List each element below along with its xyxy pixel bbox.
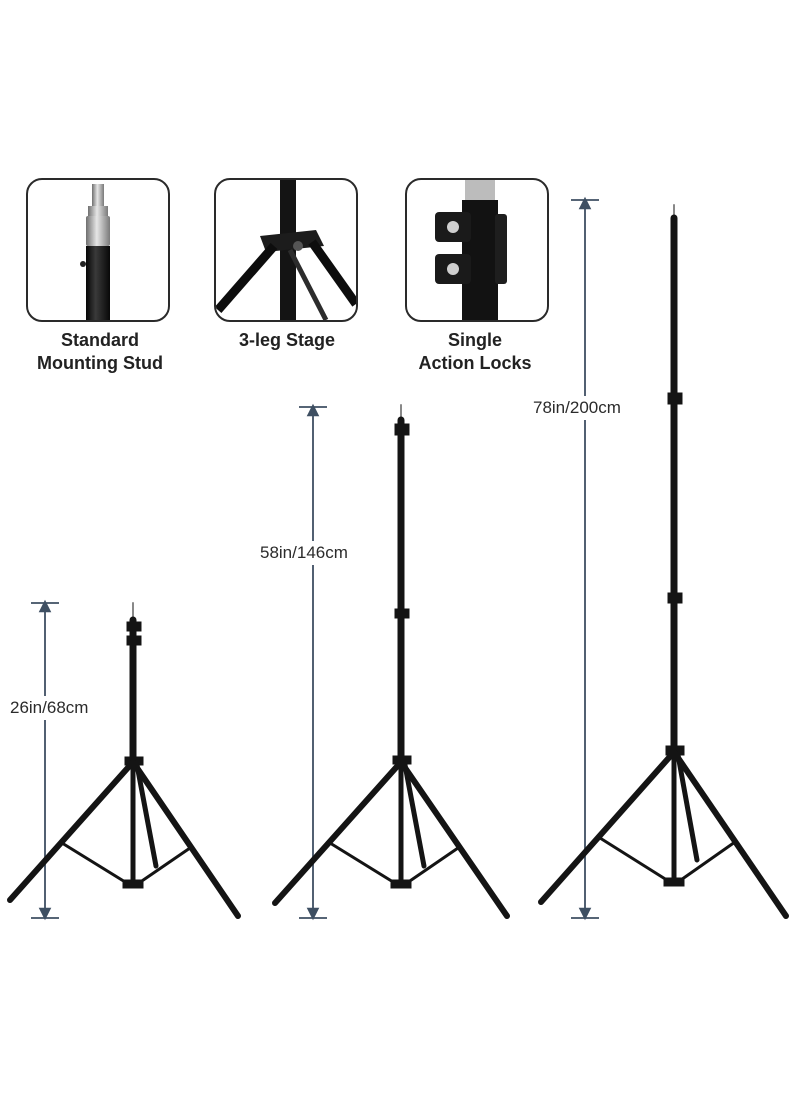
feature-caption-line: Mounting Stud [37,353,163,373]
feature-caption-line: Standard [60,330,139,350]
mounting-stud-icon [80,184,110,320]
height-label-large: 78in/200cm [533,396,621,420]
light-stand-medium [272,404,510,919]
feature-caption-three-leg-stage: 3-leg Stage [197,329,377,352]
action-lock-icon [435,180,507,320]
feature-caption-mounting-stud: Standard Mounting Stud [10,329,190,375]
tripod-leg-stage-icon [216,180,356,320]
height-label-medium: 58in/146cm [260,541,348,565]
light-stand-large [538,204,789,919]
feature-thumb-three-leg-stage [214,178,358,322]
feature-caption-line: Single [447,330,502,350]
feature-caption-line: Action Locks [418,353,532,373]
height-label-small: 26in/68cm [10,696,89,720]
feature-thumb-action-locks [405,178,549,322]
dimension-line-large [571,196,599,921]
feature-caption-action-locks: Single Action Locks [385,329,565,375]
dimension-line-medium [299,403,327,921]
light-stand-small [7,602,241,919]
feature-thumb-mounting-stud [26,178,170,322]
feature-caption-line: 3-leg Stage [238,330,336,350]
